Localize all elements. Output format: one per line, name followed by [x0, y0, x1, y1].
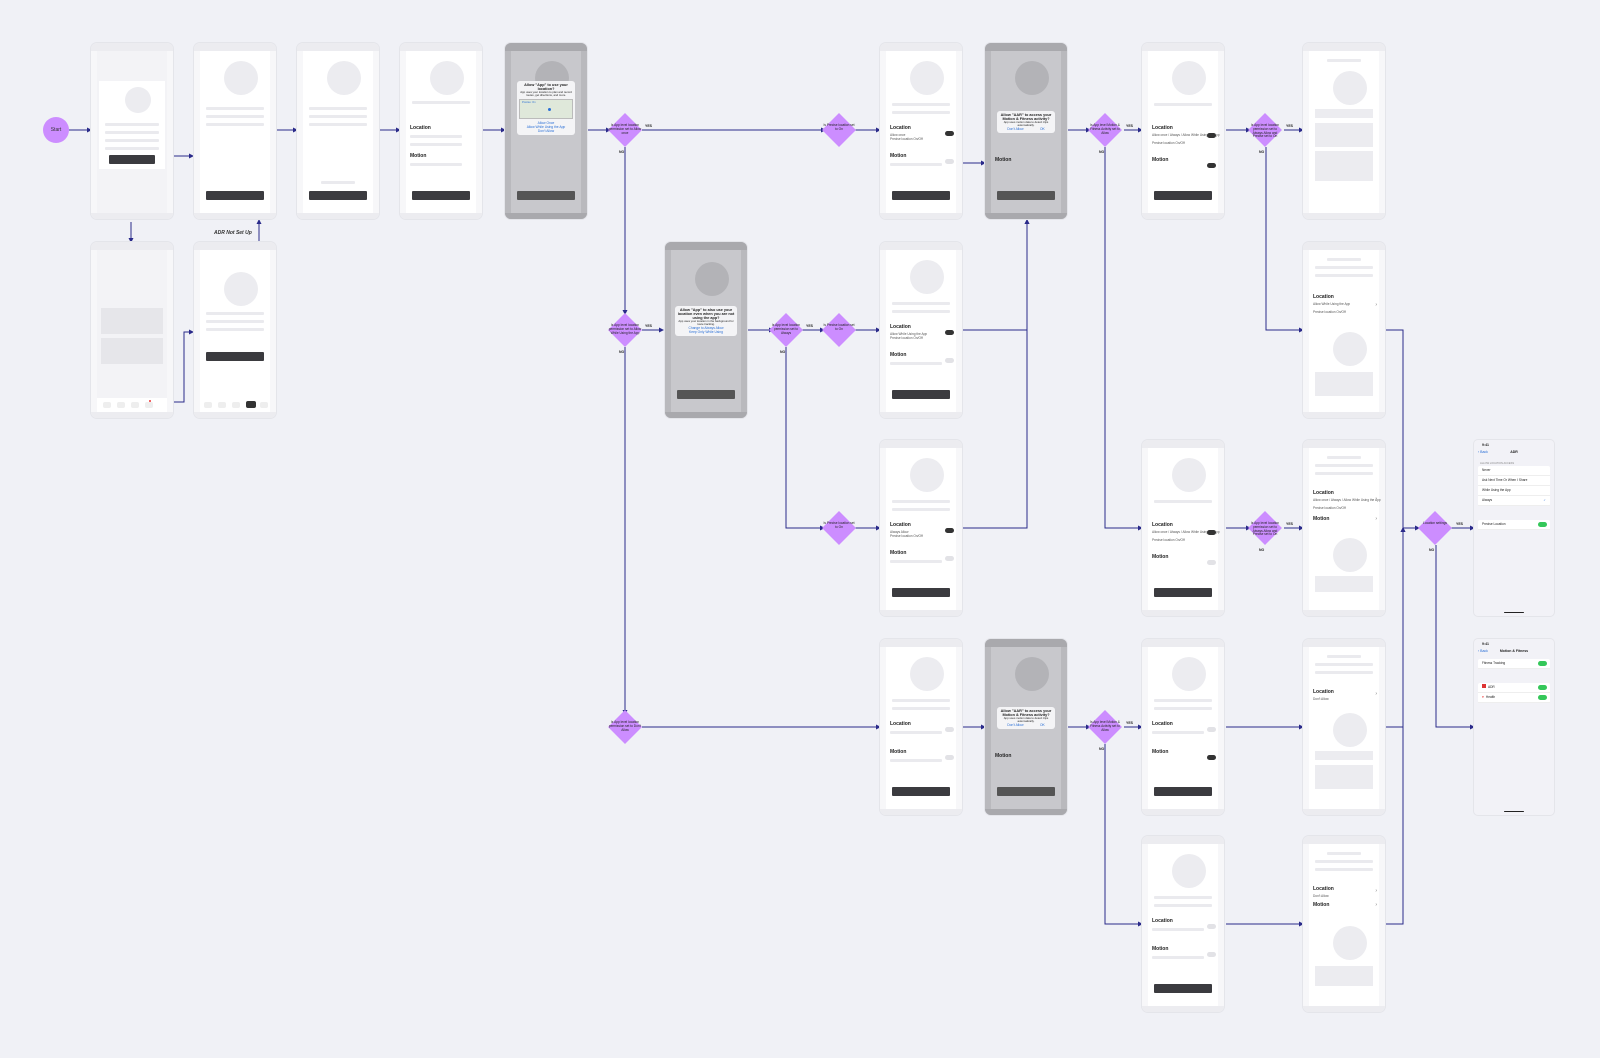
edge: [1104, 744, 1143, 927]
edge: [1384, 527, 1406, 728]
motion-dialog: Allow "AAR" to access your Motion & Fitn…: [997, 111, 1055, 134]
allow-once-option[interactable]: Allow Once: [537, 121, 555, 126]
decision-dont-allow: Is App level location permission set to …: [608, 710, 642, 744]
precise-toggle[interactable]: [1538, 522, 1547, 527]
location-dialog: Allow "App" to use your location? App us…: [517, 81, 575, 136]
decision-always-precise-1: Is App level location permission set to …: [1248, 113, 1282, 147]
screen-dont-allow: Location Motion: [880, 639, 962, 815]
map-preview: Precise: On: [519, 99, 573, 120]
edge: [785, 347, 825, 531]
decision-always-precise-2: Is App level location permission set to …: [1248, 511, 1282, 545]
edge: [1104, 147, 1143, 531]
no-label: NO: [1259, 548, 1265, 552]
screen-permissions: Location Motion: [400, 43, 482, 219]
precise-location-row[interactable]: Precise Location: [1478, 520, 1550, 530]
screen-onboarding: [91, 43, 173, 219]
screen-intro-2: [297, 43, 379, 219]
screen-motion-granted: Location Motion: [1142, 639, 1224, 815]
checkmark-icon: ✓: [1543, 498, 1546, 502]
yes-label: YES: [1286, 124, 1294, 128]
screen-home-none: Location Don't Allow › Motion ›: [1303, 836, 1385, 1012]
screen-all-granted: Location Allow once / Always / Allow Whi…: [1142, 43, 1224, 219]
no-label: NO: [1259, 150, 1265, 154]
edge: [1265, 147, 1304, 333]
no-label: NO: [1429, 548, 1435, 552]
yes-label: YES: [1286, 522, 1294, 526]
keep-while-using-option[interactable]: Keep Only While Using: [689, 330, 723, 335]
app-icon: [1482, 684, 1486, 688]
decision-allow-once: Is App level location permission set to …: [608, 113, 642, 147]
yes-label: YES: [1126, 124, 1134, 128]
decision-motion-1: Is App level Motion & Fitness Activity s…: [1088, 113, 1122, 147]
decision-always: Is App level location permission set to …: [769, 313, 803, 347]
edge: [1384, 527, 1406, 925]
motion-dont-allow-option[interactable]: Don't Allow: [1007, 127, 1024, 132]
edge: [1435, 545, 1475, 730]
motion-ok-option-2[interactable]: OK: [1039, 723, 1045, 728]
dont-allow-option[interactable]: Don't Allow: [537, 129, 555, 134]
adr-motion-toggle[interactable]: [1538, 685, 1547, 690]
screen-none-granted: Location Motion: [1142, 836, 1224, 1012]
decision-precise-1: Is Precise location set to On: [822, 113, 856, 147]
decision-location-settings: Location settings: [1418, 511, 1452, 545]
ios-location-settings: 9:41 ‹ Back ADR ALLOW LOCATION ACCESS Ne…: [1474, 440, 1554, 616]
setting-row[interactable]: Never: [1478, 466, 1550, 476]
back-button[interactable]: ‹ Back: [1478, 450, 1488, 454]
health-icon: ♥: [1482, 695, 1484, 699]
screen-adr-setup: [194, 242, 276, 418]
screen-while-using: Location Allow While Using the App Preci…: [880, 242, 962, 418]
setting-row[interactable]: While Using the App: [1478, 486, 1550, 496]
decision-precise-2: Is Precise location set to On: [822, 313, 856, 347]
no-label: NO: [780, 350, 786, 354]
fitness-tracking-row[interactable]: Fitness Tracking: [1478, 659, 1550, 669]
yes-label: YES: [645, 124, 653, 128]
screen-location-dialog: Allow "App" to use your location? App us…: [505, 43, 587, 219]
yes-label: YES: [1126, 721, 1134, 725]
start-node: Start: [43, 117, 69, 143]
screen-motion-only: Location Allow once / Always / Allow Whi…: [1142, 440, 1224, 616]
no-label: NO: [619, 150, 625, 154]
back-button-2[interactable]: ‹ Back: [1478, 649, 1488, 653]
decision-motion-2: Is App level Motion & Fitness Activity s…: [1088, 710, 1122, 744]
screen-intro-1: [194, 43, 276, 219]
no-label: NO: [619, 350, 625, 354]
screen-home-location-motion: Location Allow once / Always / Allow Whi…: [1303, 440, 1385, 616]
yes-label: YES: [806, 324, 814, 328]
yes-label: YES: [1456, 522, 1464, 526]
edge: [1384, 329, 1420, 531]
screen-motion-dialog-2: Allow "AAR" to access your Motion & Fitn…: [985, 639, 1067, 815]
screen-always-dialog: Allow "App" to also use your location ev…: [665, 242, 747, 418]
allow-while-using-option[interactable]: Allow While Using the App: [526, 125, 566, 130]
motion-dont-allow-option-2[interactable]: Don't Allow: [1007, 723, 1024, 728]
screen-allow-once: Location Allow once Precise location On/…: [880, 43, 962, 219]
app-row-health[interactable]: ♥Health: [1478, 693, 1550, 703]
screen-always-allow: Location Always Allow Precise location O…: [880, 440, 962, 616]
decision-precise-3: Is Precise location set to On: [822, 511, 856, 545]
setting-row[interactable]: Always✓: [1478, 496, 1550, 506]
motion-dialog-2: Allow "AAR" to access your Motion & Fitn…: [997, 707, 1055, 730]
screen-motion-dialog: Allow "AAR" to access your Motion & Fitn…: [985, 43, 1067, 219]
screen-home: [91, 242, 173, 418]
edge: [960, 219, 1030, 331]
decision-while-using: Is App level location permission set to …: [608, 313, 642, 347]
edge: [960, 219, 1030, 529]
no-label: NO: [1099, 747, 1105, 751]
setting-row[interactable]: Ask Next Time Or When I Share: [1478, 476, 1550, 486]
screen-home-ready: [1303, 43, 1385, 219]
no-label: NO: [1099, 150, 1105, 154]
change-to-always-option[interactable]: Change to Always Allow: [688, 326, 724, 331]
yes-label: YES: [645, 324, 653, 328]
motion-ok-option[interactable]: OK: [1039, 127, 1045, 132]
adr-not-set-up-note: ADR Not Set Up: [214, 230, 252, 236]
app-row-adr[interactable]: ADR: [1478, 683, 1550, 693]
screen-home-dont-allow: Location Don't Allow ›: [1303, 639, 1385, 815]
always-dialog: Allow "App" to also use your location ev…: [675, 306, 737, 337]
health-motion-toggle[interactable]: [1538, 695, 1547, 700]
fitness-toggle[interactable]: [1538, 661, 1547, 666]
screen-home-location: Location Allow While Using the App Preci…: [1303, 242, 1385, 418]
ios-motion-settings: 9:41 ‹ Back Motion & Fitness Fitness Tra…: [1474, 639, 1554, 815]
